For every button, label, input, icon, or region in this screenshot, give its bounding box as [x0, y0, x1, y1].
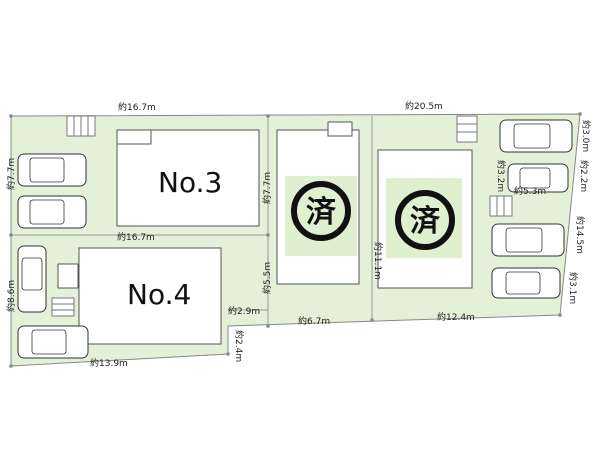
sold-b-mark: 済 [410, 204, 441, 239]
dim-left-upper: 約7.7m [5, 158, 17, 190]
dim-top-left: 約16.7m [118, 101, 156, 113]
sold-b-badge-ring [395, 190, 455, 250]
lot-label-no3: No.3 [158, 166, 222, 199]
car-icon [17, 325, 89, 359]
dim-right-inner-v: 約3.2m [495, 160, 507, 192]
house-no4 [78, 247, 222, 345]
dim-right-top: 約3.0m [580, 120, 592, 152]
survey-points [9, 112, 582, 368]
dim-bottom-left: 約13.9m [90, 357, 128, 369]
dim-bottom-mid: 約6.7m [298, 315, 330, 327]
car-icon [17, 195, 87, 229]
dim-middle-vertical: 約5.5m [261, 262, 273, 294]
dim-right-upper: 約2.2m [578, 160, 590, 192]
car-icon [499, 119, 573, 153]
stairs-top-left [66, 115, 96, 137]
house-sold-a-entry [327, 121, 353, 137]
dim-top-right: 約20.5m [405, 100, 443, 112]
car-icon [507, 163, 569, 193]
house-no3-entry [116, 129, 152, 145]
car-icon [491, 223, 565, 257]
dim-middle-horizontal: 約16.7m [117, 231, 155, 243]
lot-label-no4: No.4 [127, 278, 191, 311]
dim-bottom-right: 約12.4m [437, 311, 475, 323]
dim-right-inner-h: 約5.3m [514, 185, 546, 197]
car-icon [17, 245, 47, 313]
dim-left-lower: 約8.6m [5, 280, 17, 312]
car-icon [17, 153, 87, 187]
dim-right-lower: 約3.1m [567, 272, 579, 304]
house-no4-entry [57, 263, 79, 289]
house-no3 [116, 129, 260, 227]
dim-step-vertical: 約2.4m [233, 330, 245, 362]
dim-right-mid: 約14.5m [574, 216, 586, 254]
stairs-left-lower [51, 297, 75, 317]
stairs-top-right [456, 115, 478, 143]
dim-bottom-step: 約2.9m [228, 305, 260, 317]
dim-right-lot-inner: 約11.1m [372, 242, 384, 280]
dim-lot3-right: 約7.7m [261, 172, 273, 204]
car-icon [491, 267, 561, 299]
sold-a-mark: 済 [306, 195, 337, 230]
stairs-right-mid [489, 195, 513, 217]
sold-a-badge-ring [291, 181, 351, 241]
